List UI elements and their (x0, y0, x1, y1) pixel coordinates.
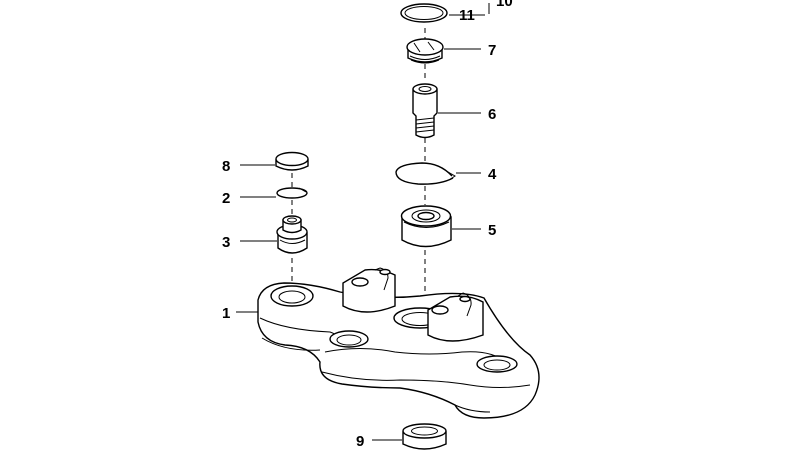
part-4-circlip (395, 162, 456, 185)
callout-5: 5 (488, 222, 496, 239)
part-9-seal-ring (402, 423, 447, 450)
callout-8: 8 (222, 158, 230, 175)
part-1-fork-bridge (257, 267, 540, 419)
assembly-axes (291, 28, 426, 300)
part-8-cap (275, 151, 309, 171)
part-7-threaded-plug (406, 38, 444, 64)
leader-lines (236, 3, 490, 441)
callout-6: 6 (488, 106, 496, 123)
part-3-bushing (276, 215, 308, 254)
callout-3: 3 (222, 234, 230, 251)
part-5-bearing (400, 205, 452, 248)
callout-4: 4 (488, 166, 497, 183)
part-11-o-ring (400, 3, 448, 23)
callout-10: 10 (496, 0, 513, 10)
callout-11: 11 (459, 7, 475, 24)
callout-labels: 10 11 7 6 4 5 8 2 3 1 9 (222, 0, 513, 450)
part-6-threaded-sleeve (412, 83, 438, 139)
callout-2: 2 (222, 190, 230, 207)
callout-9: 9 (356, 433, 364, 450)
callout-1: 1 (222, 305, 230, 322)
callout-7: 7 (488, 42, 496, 59)
part-2-snap-ring (276, 187, 308, 199)
